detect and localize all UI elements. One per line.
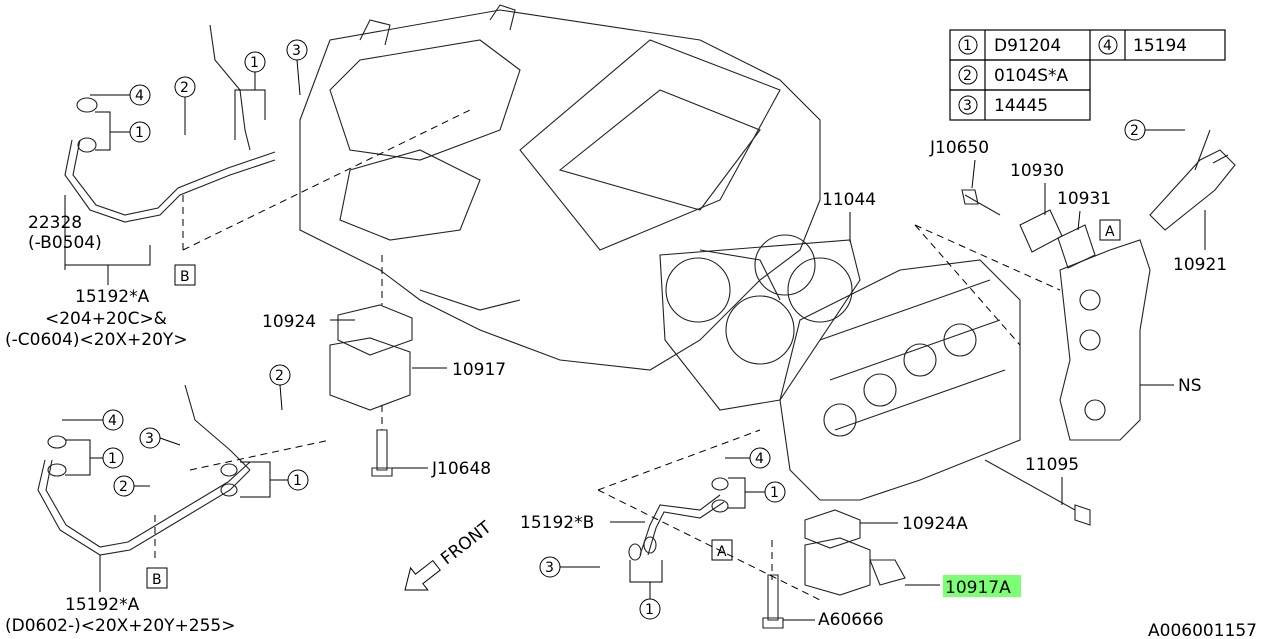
front-arrow: FRONT [404,517,496,591]
legend-num-2: 2 [963,68,972,84]
legend-num-1: 1 [963,38,972,54]
part-15192A-note1: <204+20C>& [45,309,167,329]
callout-1: 1 [293,473,302,489]
callout-3: 3 [292,43,301,59]
legend-code-2: 0104S*A [994,66,1069,86]
callout-2: 2 [180,80,189,96]
legend-table: 1 D91204 4 15194 2 0104S*A 3 14445 [949,29,1226,121]
callout-box-A: A [1105,224,1115,240]
callout-box-B: B [152,572,162,588]
part-11095: 11095 [1025,455,1079,475]
callout-2: 2 [1130,123,1139,139]
engine-block-outline [299,4,821,371]
part-10924: 10924 [262,312,316,332]
part-10924A: 10924A [902,514,968,534]
callout-4: 4 [108,413,117,429]
callout-1: 1 [135,125,144,141]
bolt-11095 [984,459,1091,526]
part-NS: NS [1178,376,1202,396]
part-10921: 10921 [1173,255,1227,275]
callout-1: 1 [645,602,654,618]
bolt-A60666 [762,574,784,629]
callout-4: 4 [755,451,764,467]
bolt-J10650 [961,189,1001,216]
gasket-10930 [1019,209,1063,253]
cylinder-head [779,224,1061,501]
part-22328-note: (-B0504) [28,233,102,253]
part-15192A-note2: (-C0604)<20X+20Y> [5,330,188,350]
oil-pipe-15192A-bottom [37,384,331,560]
part-10931: 10931 [1057,189,1111,209]
front-label: FRONT [437,517,496,569]
part-A60666: A60666 [818,610,884,630]
callout-2: 2 [275,368,284,384]
legend-num-4: 4 [1103,38,1112,54]
oil-switching-valve-10917 [329,255,413,430]
part-10917A: 10917A [945,578,1011,598]
callout-1: 1 [770,485,779,501]
callout-1: 1 [250,55,259,71]
part-J10650: J10650 [929,138,989,158]
part-15192A: 15192*A [75,287,150,307]
oil-pipe-15192A-top [64,24,471,251]
part-15192A-bottom-note: (D0602-)<20X+20Y+255> [5,616,235,636]
head-gasket [659,234,861,411]
part-J10648: J10648 [431,459,491,479]
legend-num-3: 3 [963,98,972,114]
part-10930: 10930 [1010,161,1064,181]
part-11044: 11044 [822,190,876,210]
callout-3: 3 [145,431,154,447]
part-15192B: 15192*B [520,513,594,533]
callouts: 4 1 2 1 3 4 1 3 2 2 1 4 1 3 1 2 [62,39,1185,620]
bolt-J10648 [371,429,393,477]
oil-control-housing [1059,129,1236,441]
part-10917: 10917 [452,360,506,380]
legend-code-4: 15194 [1133,36,1187,56]
oil-switching-valve-10917A [771,509,906,596]
callout-box-A: A [717,544,727,560]
part-15192A-bottom: 15192*A [65,595,140,615]
legend-code-1: D91204 [994,36,1061,56]
callout-3: 3 [545,560,554,576]
legend-code-3: 14445 [994,96,1048,116]
callout-box-B: B [180,269,190,285]
oil-pipe-15192B [597,429,821,601]
part-labels: 22328 (-B0504) 15192*A <204+20C>& (-C060… [5,138,1257,639]
gasket-10931 [1057,224,1096,269]
callout-4: 4 [135,88,144,104]
callout-2: 2 [119,479,128,495]
callout-1: 1 [108,451,117,467]
highlight-10917A [943,575,1021,597]
diagram-id: A006001157 [1148,621,1257,639]
part-22328: 22328 [28,213,82,233]
